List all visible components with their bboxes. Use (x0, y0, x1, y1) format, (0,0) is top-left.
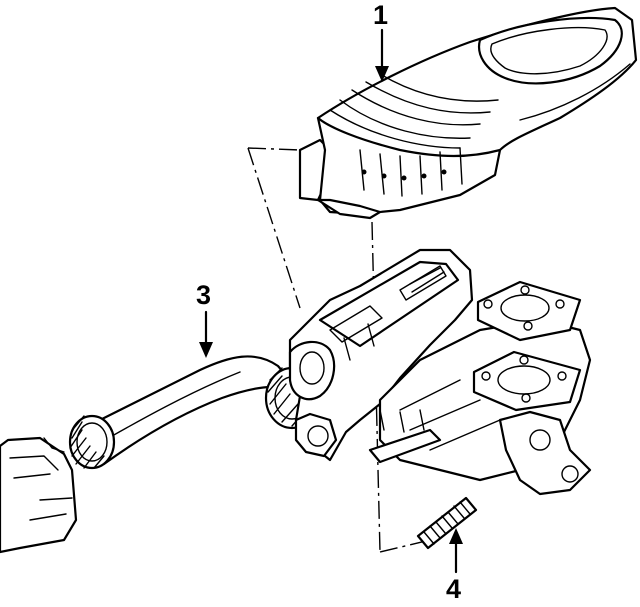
stud-bolt (416, 496, 478, 550)
callout-1: 1 (373, 0, 388, 30)
throttle-body-manifold (288, 248, 474, 462)
callout-4: 4 (446, 574, 461, 604)
air-cleaner-housing (298, 6, 638, 220)
air-intake-hose (0, 355, 320, 554)
callout-leaders (199, 28, 463, 574)
callout-3: 3 (196, 280, 211, 310)
intake-manifold (368, 280, 592, 496)
callout-labels: 1 3 4 (196, 0, 461, 604)
